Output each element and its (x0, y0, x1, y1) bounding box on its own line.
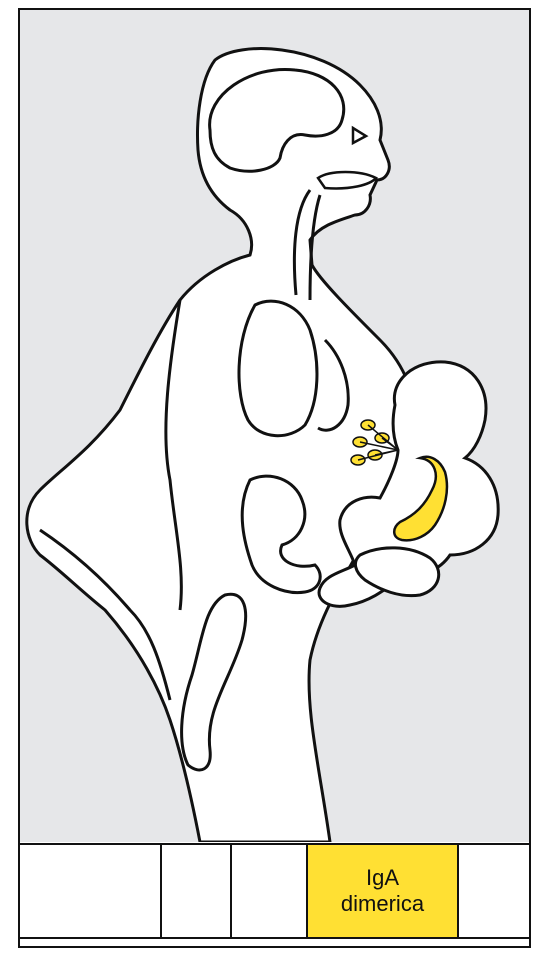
legend-strip: IgA dimerica (20, 843, 529, 939)
mother-infant-illustration (20, 10, 529, 842)
legend-cell-iga: IgA dimerica (308, 845, 459, 937)
legend-label-line-1: IgA (341, 865, 424, 891)
legend-cell-2 (162, 845, 232, 937)
legend-cell-3 (232, 845, 308, 937)
illustration-panel (20, 10, 529, 842)
legend-cell-1 (20, 845, 162, 937)
lung-icon (239, 301, 317, 436)
legend-cell-5 (459, 845, 529, 937)
legend-label-line-2: dimerica (341, 891, 424, 917)
